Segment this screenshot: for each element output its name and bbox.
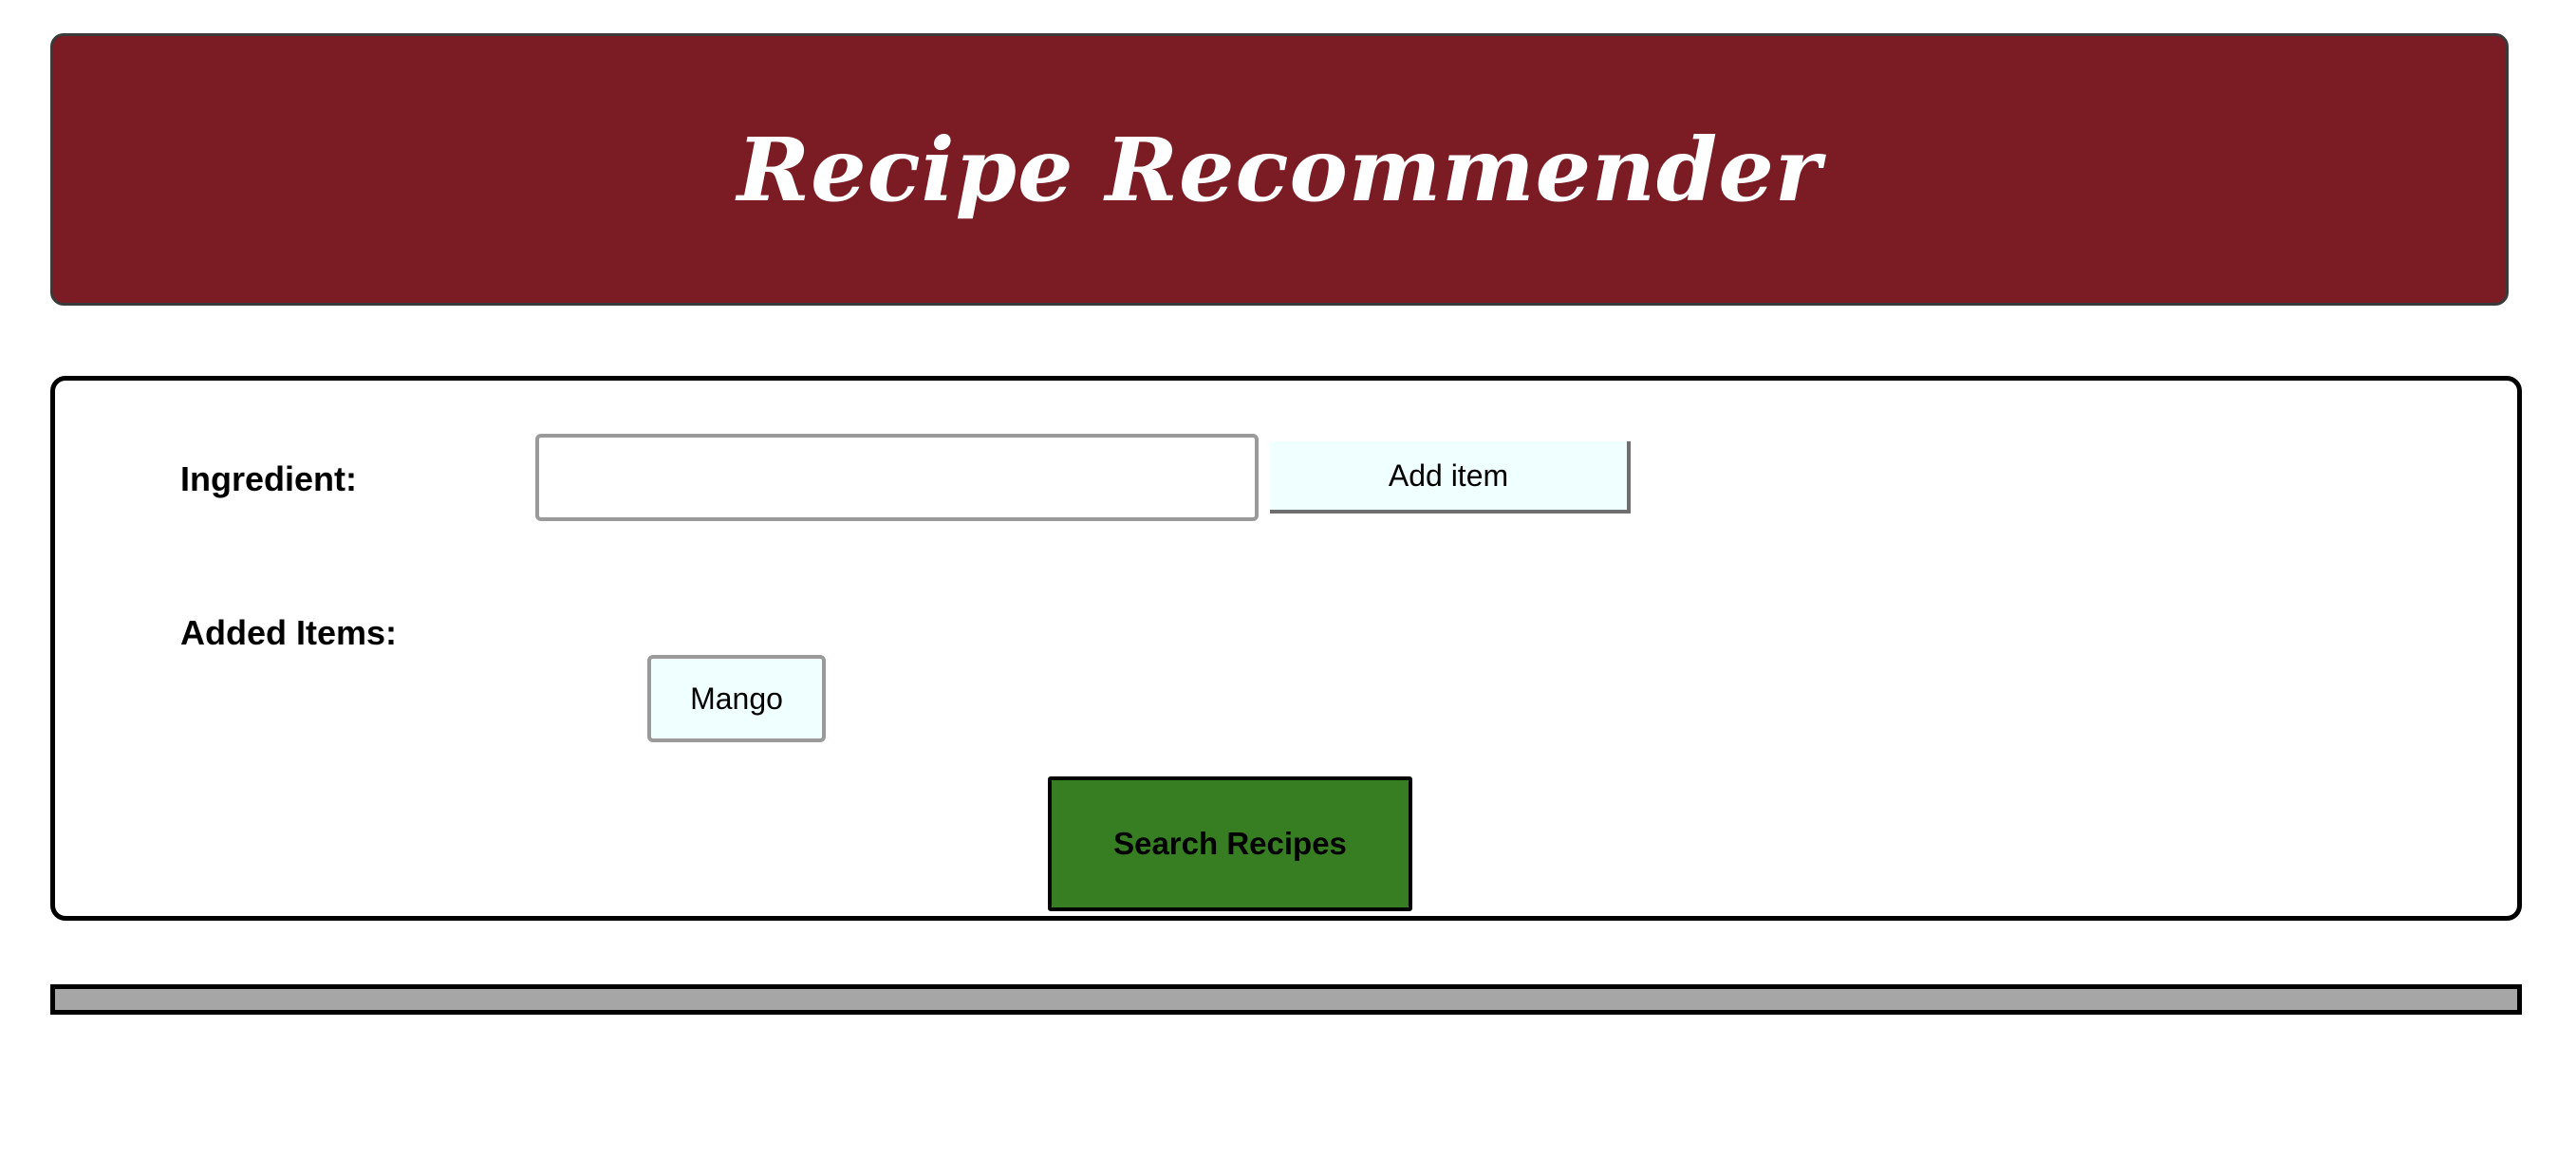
ingredient-input[interactable]	[535, 434, 1259, 521]
ingredient-panel: Ingredient: Add item Added Items: Mango …	[50, 376, 2522, 921]
page-title: Recipe Recommender	[737, 118, 1822, 221]
results-bar	[50, 984, 2522, 1015]
app-header: Recipe Recommender	[50, 33, 2509, 306]
add-item-button[interactable]: Add item	[1270, 441, 1631, 514]
added-items-label: Added Items:	[180, 613, 398, 652]
ingredient-label: Ingredient:	[180, 459, 357, 498]
search-recipes-button[interactable]: Search Recipes	[1048, 776, 1412, 911]
added-item-chip[interactable]: Mango	[647, 655, 826, 742]
